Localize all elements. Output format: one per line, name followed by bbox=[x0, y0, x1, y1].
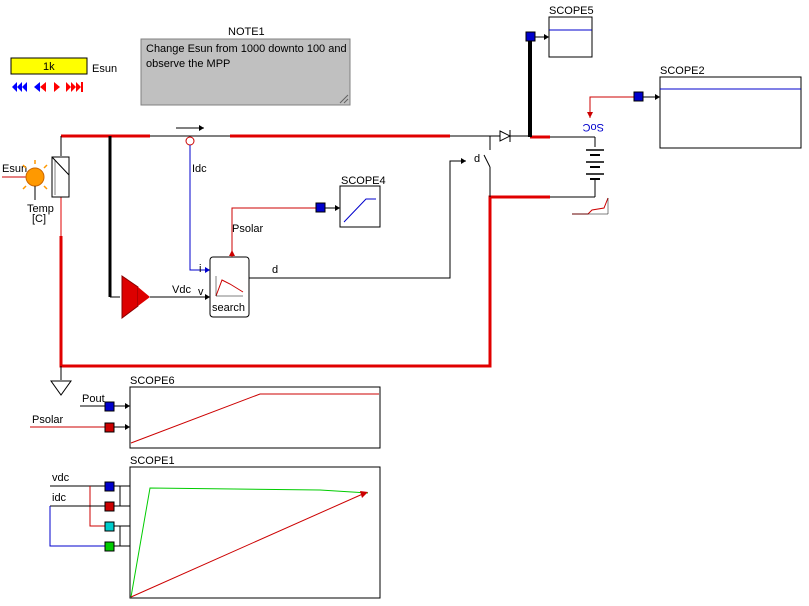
scope4-title: SCOPE4 bbox=[341, 175, 386, 187]
scope1-vdc-label: vdc bbox=[52, 472, 70, 484]
note-line-1: Change Esun from 1000 downto 100 and bbox=[146, 43, 347, 55]
slider-step-back-icon[interactable] bbox=[34, 82, 46, 92]
slider-fast-forward-icon[interactable] bbox=[66, 82, 83, 92]
port-v-label: v bbox=[198, 286, 204, 298]
note-title: NOTE1 bbox=[228, 26, 265, 38]
vdc-label: Vdc bbox=[172, 284, 191, 296]
idc-label: Idc bbox=[192, 163, 207, 175]
slider-fast-back-icon[interactable] bbox=[12, 82, 27, 92]
scope1-title: SCOPE1 bbox=[130, 455, 175, 467]
temp-label: Temp bbox=[27, 203, 54, 215]
scope6-title: SCOPE6 bbox=[130, 375, 175, 387]
scope1-port-4[interactable] bbox=[104, 541, 115, 552]
scope5-input-port[interactable] bbox=[525, 31, 536, 42]
scope6-pout-label: Pout bbox=[82, 393, 105, 405]
scope1-idc-label: idc bbox=[52, 492, 67, 504]
scope6-display[interactable] bbox=[129, 386, 381, 449]
temp-unit: [C] bbox=[32, 213, 46, 225]
scope2-display[interactable] bbox=[659, 76, 802, 149]
solar-panel-icon[interactable] bbox=[51, 156, 70, 198]
note-box[interactable] bbox=[140, 38, 351, 106]
d-output-label: d bbox=[272, 264, 278, 276]
battery-icon[interactable] bbox=[550, 136, 604, 198]
scope1-wiring bbox=[49, 485, 130, 547]
battery-curve-icon bbox=[572, 197, 609, 215]
scope1-port-2[interactable] bbox=[104, 501, 115, 512]
scope5-display[interactable] bbox=[548, 16, 593, 58]
search-label: search bbox=[212, 302, 245, 314]
current-sensor-icon[interactable] bbox=[176, 125, 204, 146]
psolar-label: Psolar bbox=[232, 223, 264, 235]
scope6-psolar-port[interactable] bbox=[104, 422, 115, 433]
scope4-display[interactable] bbox=[339, 185, 381, 228]
power-wires bbox=[59, 134, 550, 368]
scope2-input-port[interactable] bbox=[633, 91, 644, 102]
switch-d-label: d bbox=[474, 153, 480, 165]
slider-step-forward-icon[interactable] bbox=[54, 82, 60, 92]
scope5-title: SCOPE5 bbox=[549, 5, 594, 17]
voltage-sensor-icon[interactable] bbox=[121, 275, 150, 319]
esun-slider[interactable] bbox=[10, 57, 88, 75]
sun-icon bbox=[22, 160, 48, 190]
scope1-port-1[interactable] bbox=[104, 481, 115, 492]
esun-input-label: Esun bbox=[2, 163, 27, 175]
scope6-pout-port[interactable] bbox=[104, 401, 115, 412]
mppt-search-block[interactable] bbox=[209, 256, 250, 318]
slider-label: Esun bbox=[92, 63, 117, 75]
scope2-title: SCOPE2 bbox=[660, 65, 705, 77]
thin-wires bbox=[60, 135, 500, 380]
scope1-port-3[interactable] bbox=[104, 521, 115, 532]
soc-label: SoC bbox=[583, 121, 604, 133]
scope4-input-port[interactable] bbox=[315, 202, 326, 213]
ground-icon bbox=[50, 380, 72, 396]
scope6-psolar-label: Psolar bbox=[32, 414, 64, 426]
diode-icon bbox=[499, 130, 530, 142]
note-line-2: observe the MPP bbox=[146, 58, 230, 70]
port-i-label: i bbox=[199, 263, 201, 275]
switch-icon[interactable] bbox=[483, 136, 491, 197]
scope1-display[interactable] bbox=[129, 466, 381, 599]
slider-value: 1k bbox=[43, 61, 55, 73]
